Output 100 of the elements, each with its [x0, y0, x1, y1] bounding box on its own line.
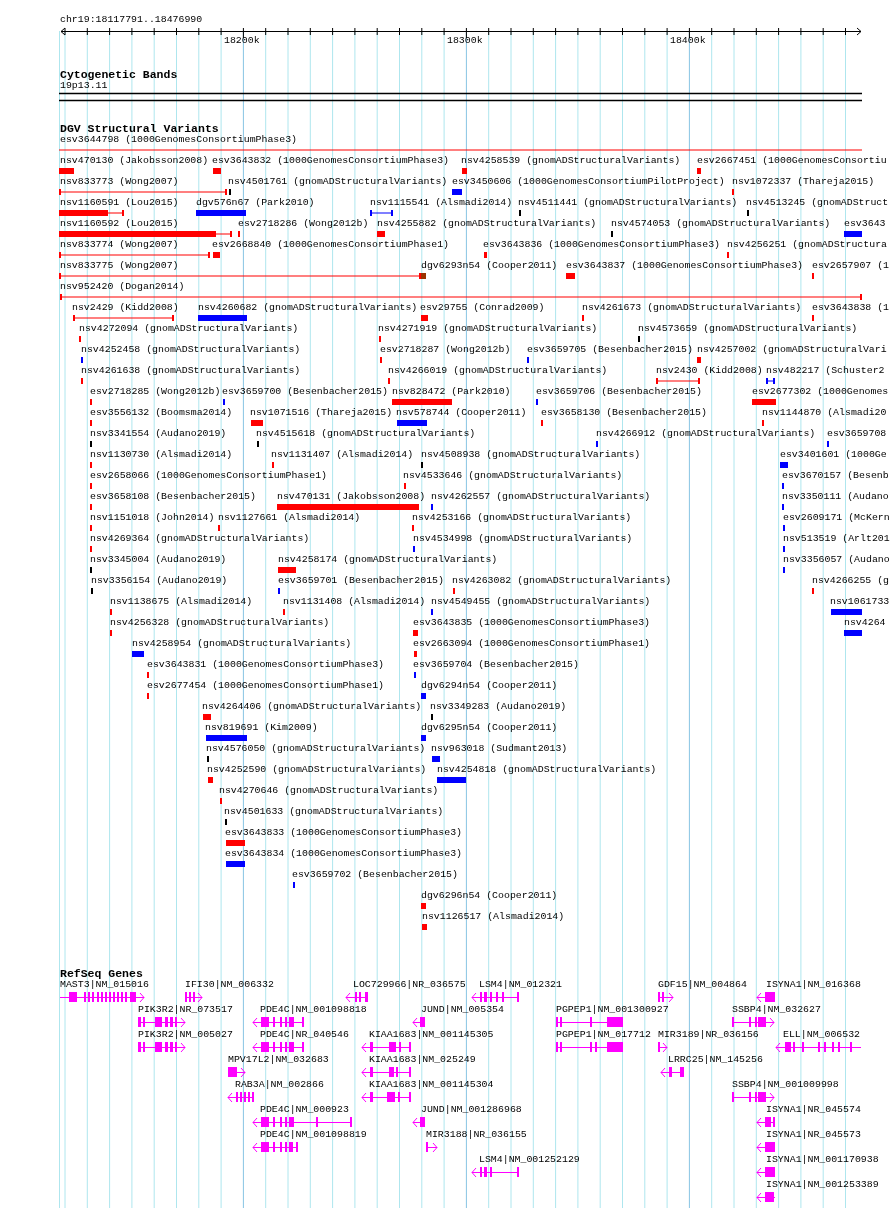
variant-label: nsv1115541 (Alsmadi2014): [370, 197, 513, 209]
variant-label: nsv4253166 (gnomADStructuralVariants): [412, 512, 632, 524]
track-title: DGV Structural Variants: [60, 121, 219, 135]
variant-label: nsv1151018 (John2014): [90, 512, 215, 524]
band-label: 19p13.11: [60, 80, 108, 92]
variant-label: nsv828472 (Park2010): [392, 386, 511, 398]
variant-label: esv3670157 (Besenb: [782, 470, 889, 482]
track-title: RefSeq Genes: [60, 966, 143, 980]
variant-label: nsv4549455 (gnomADStructuralVariants): [431, 596, 651, 608]
variant-label: nsv4264406 (gnomADStructuralVariants): [202, 701, 422, 713]
variant-label: nsv4256328 (gnomADStructuralVariants): [110, 617, 330, 629]
variant-label: nsv4258539 (gnomADStructuralVariants): [461, 155, 681, 167]
variant-label: nsv1127661 (Alsmadi2014): [218, 512, 361, 524]
gene-label: IFI30|NM_006332: [185, 979, 274, 991]
variant-label: esv2677454 (1000GenomesConsortiumPhase1): [147, 680, 385, 692]
variant-label: nsv833774 (Wong2007): [60, 239, 179, 251]
variant-label: nsv3356057 (Audano: [783, 554, 890, 566]
variant-label: nsv4266912 (gnomADStructuralVariants): [596, 428, 816, 440]
variant-label: nsv4271919 (gnomADStructuralVariants): [378, 323, 598, 335]
gene-label: KIAA1683|NM_001145305: [369, 1029, 494, 1041]
gene-label: JUND|NM_001286968: [421, 1104, 522, 1116]
variant-label: nsv2430 (Kidd2008): [656, 365, 763, 377]
variant-label: nsv4270646 (gnomADStructuralVariants): [219, 785, 439, 797]
variant-label: esv3658130 (Besenbacher2015): [541, 407, 707, 419]
variant-label: nsv4263082 (gnomADStructuralVariants): [452, 575, 672, 587]
variant-label: esv2658066 (1000GenomesConsortiumPhase1): [90, 470, 328, 482]
variant-label: esv3644798 (1000GenomesConsortiumPhase3): [60, 134, 298, 146]
variant-label: nsv513519 (Arlt201: [783, 533, 890, 545]
variant-label: nsv1061733: [830, 596, 890, 608]
variant-label: nsv4501633 (gnomADStructuralVariants): [224, 806, 444, 818]
gene-label: MPV17L2|NM_032683: [228, 1054, 329, 1066]
variant-label: esv3659708: [827, 428, 887, 440]
gene-label: PGPEP1|NM_017712: [556, 1029, 651, 1041]
gene-label: GDF15|NM_004864: [658, 979, 747, 991]
variant-label: nsv4515618 (gnomADStructuralVariants): [256, 428, 476, 440]
gene-label: LOC729966|NR_036575: [353, 979, 466, 991]
variant-label: nsv4261638 (gnomADStructuralVariants): [81, 365, 301, 377]
variant-label: nsv1160591 (Lou2015): [60, 197, 179, 209]
gene-label: ISYNA1|NM_001253389: [766, 1179, 879, 1191]
variant-label: nsv4508938 (gnomADStructuralVariants): [421, 449, 641, 461]
gene-label: PDE4C|NM_000923: [260, 1104, 349, 1116]
variant-label: esv3643838 (1: [812, 302, 890, 314]
variant-label: nsv952420 (Dogan2014): [60, 281, 185, 293]
gene-label: LRRC25|NM_145256: [668, 1054, 763, 1066]
variant-label: esv3659704 (Besenbacher2015): [413, 659, 579, 671]
variant-label: nsv1071516 (Thareja2015): [250, 407, 393, 419]
variant-label: esv3659702 (Besenbacher2015): [292, 869, 458, 881]
variant-label: esv2657907 (1: [812, 260, 890, 272]
variant-label: nsv2429 (Kidd2008): [72, 302, 179, 314]
position-label: chr19:18117791..18476990: [60, 14, 203, 26]
gene-label: LSM4|NM_001252129: [479, 1154, 580, 1166]
gene-label: PDE4C|NM_001098819: [260, 1129, 367, 1141]
scale-label: 18400k: [670, 35, 706, 47]
variant-label: nsv4262557 (gnomADStructuralVariants): [431, 491, 651, 503]
gene-label: ELL|NM_006532: [783, 1029, 861, 1041]
variant-label: esv3659700 (Besenbacher2015): [222, 386, 388, 398]
variant-label: esv3643834 (1000GenomesConsortiumPhase3): [225, 848, 463, 860]
variant-label: nsv4533646 (gnomADStructuralVariants): [403, 470, 623, 482]
variant-label: nsv3345004 (Audano2019): [90, 554, 227, 566]
gene-label: ISYNA1|NR_045574: [766, 1104, 861, 1116]
variant-label: nsv4272094 (gnomADStructuralVariants): [79, 323, 299, 335]
variant-label: esv3450606 (1000GenomesConsortiumPilotProject): [452, 176, 725, 188]
variant-label: nsv4257002 (gnomADStructuralVari: [697, 344, 887, 356]
variant-label: nsv833773 (Wong2007): [60, 176, 179, 188]
variant-label: dgv6296n54 (Cooper2011): [421, 890, 558, 902]
variant-label: nsv4574053 (gnomADStructuralVariants): [611, 218, 831, 230]
variant-label: nsv1160592 (Lou2015): [60, 218, 179, 230]
variant-label: esv3659701 (Besenbacher2015): [278, 575, 444, 587]
scale-label: 18300k: [447, 35, 483, 47]
variant-label: nsv4573659 (gnomADStructuralVariants): [638, 323, 858, 335]
variant-label: nsv819691 (Kim2009): [205, 722, 318, 734]
variant-label: nsv833775 (Wong2007): [60, 260, 179, 272]
gene-label: ISYNA1|NM_001170938: [766, 1154, 879, 1166]
gene-label: SSBP4|NM_001009998: [732, 1079, 839, 1091]
track-title: Cytogenetic Bands: [60, 67, 178, 81]
variant-label: esv3658108 (Besenbacher2015): [90, 491, 256, 503]
variant-label: nsv4501761 (gnomADStructuralVariants): [228, 176, 448, 188]
variant-label: nsv4252458 (gnomADStructuralVariants): [81, 344, 301, 356]
variant-label: esv3659706 (Besenbacher2015): [536, 386, 702, 398]
gene-label: MIR3189|NR_036156: [658, 1029, 759, 1041]
variant-label: nsv4576050 (gnomADStructuralVariants): [206, 743, 426, 755]
variant-label: nsv4255882 (gnomADStructuralVariants): [377, 218, 597, 230]
variant-label: nsv1126517 (Alsmadi2014): [422, 911, 565, 923]
variant-label: nsv4256251 (gnomADStructura: [727, 239, 887, 251]
variant-label: nsv4266019 (gnomADStructuralVariants): [388, 365, 608, 377]
gene-label: KIAA1683|NM_001145304: [369, 1079, 494, 1091]
gene-label: SSBP4|NM_032627: [732, 1004, 821, 1016]
variant-label: nsv4260682 (gnomADStructuralVariants): [198, 302, 418, 314]
scale-label: 18200k: [224, 35, 260, 47]
variant-label: nsv4264: [844, 617, 886, 629]
variant-label: nsv1144870 (Alsmadi20: [762, 407, 887, 419]
variant-label: nsv4252590 (gnomADStructuralVariants): [207, 764, 427, 776]
variant-label: esv2668840 (1000GenomesConsortiumPhase1): [212, 239, 450, 251]
variant-label: dgv576n67 (Park2010): [196, 197, 315, 209]
gene-label: JUND|NM_005354: [421, 1004, 504, 1016]
variant-label: esv3643: [844, 218, 886, 230]
variant-label: nsv3341554 (Audano2019): [90, 428, 227, 440]
variant-label: nsv3350111 (Audano: [782, 491, 889, 503]
variant-label: nsv4266255 (g: [812, 575, 890, 587]
variant-label: esv2718286 (Wong2012b): [238, 218, 369, 230]
